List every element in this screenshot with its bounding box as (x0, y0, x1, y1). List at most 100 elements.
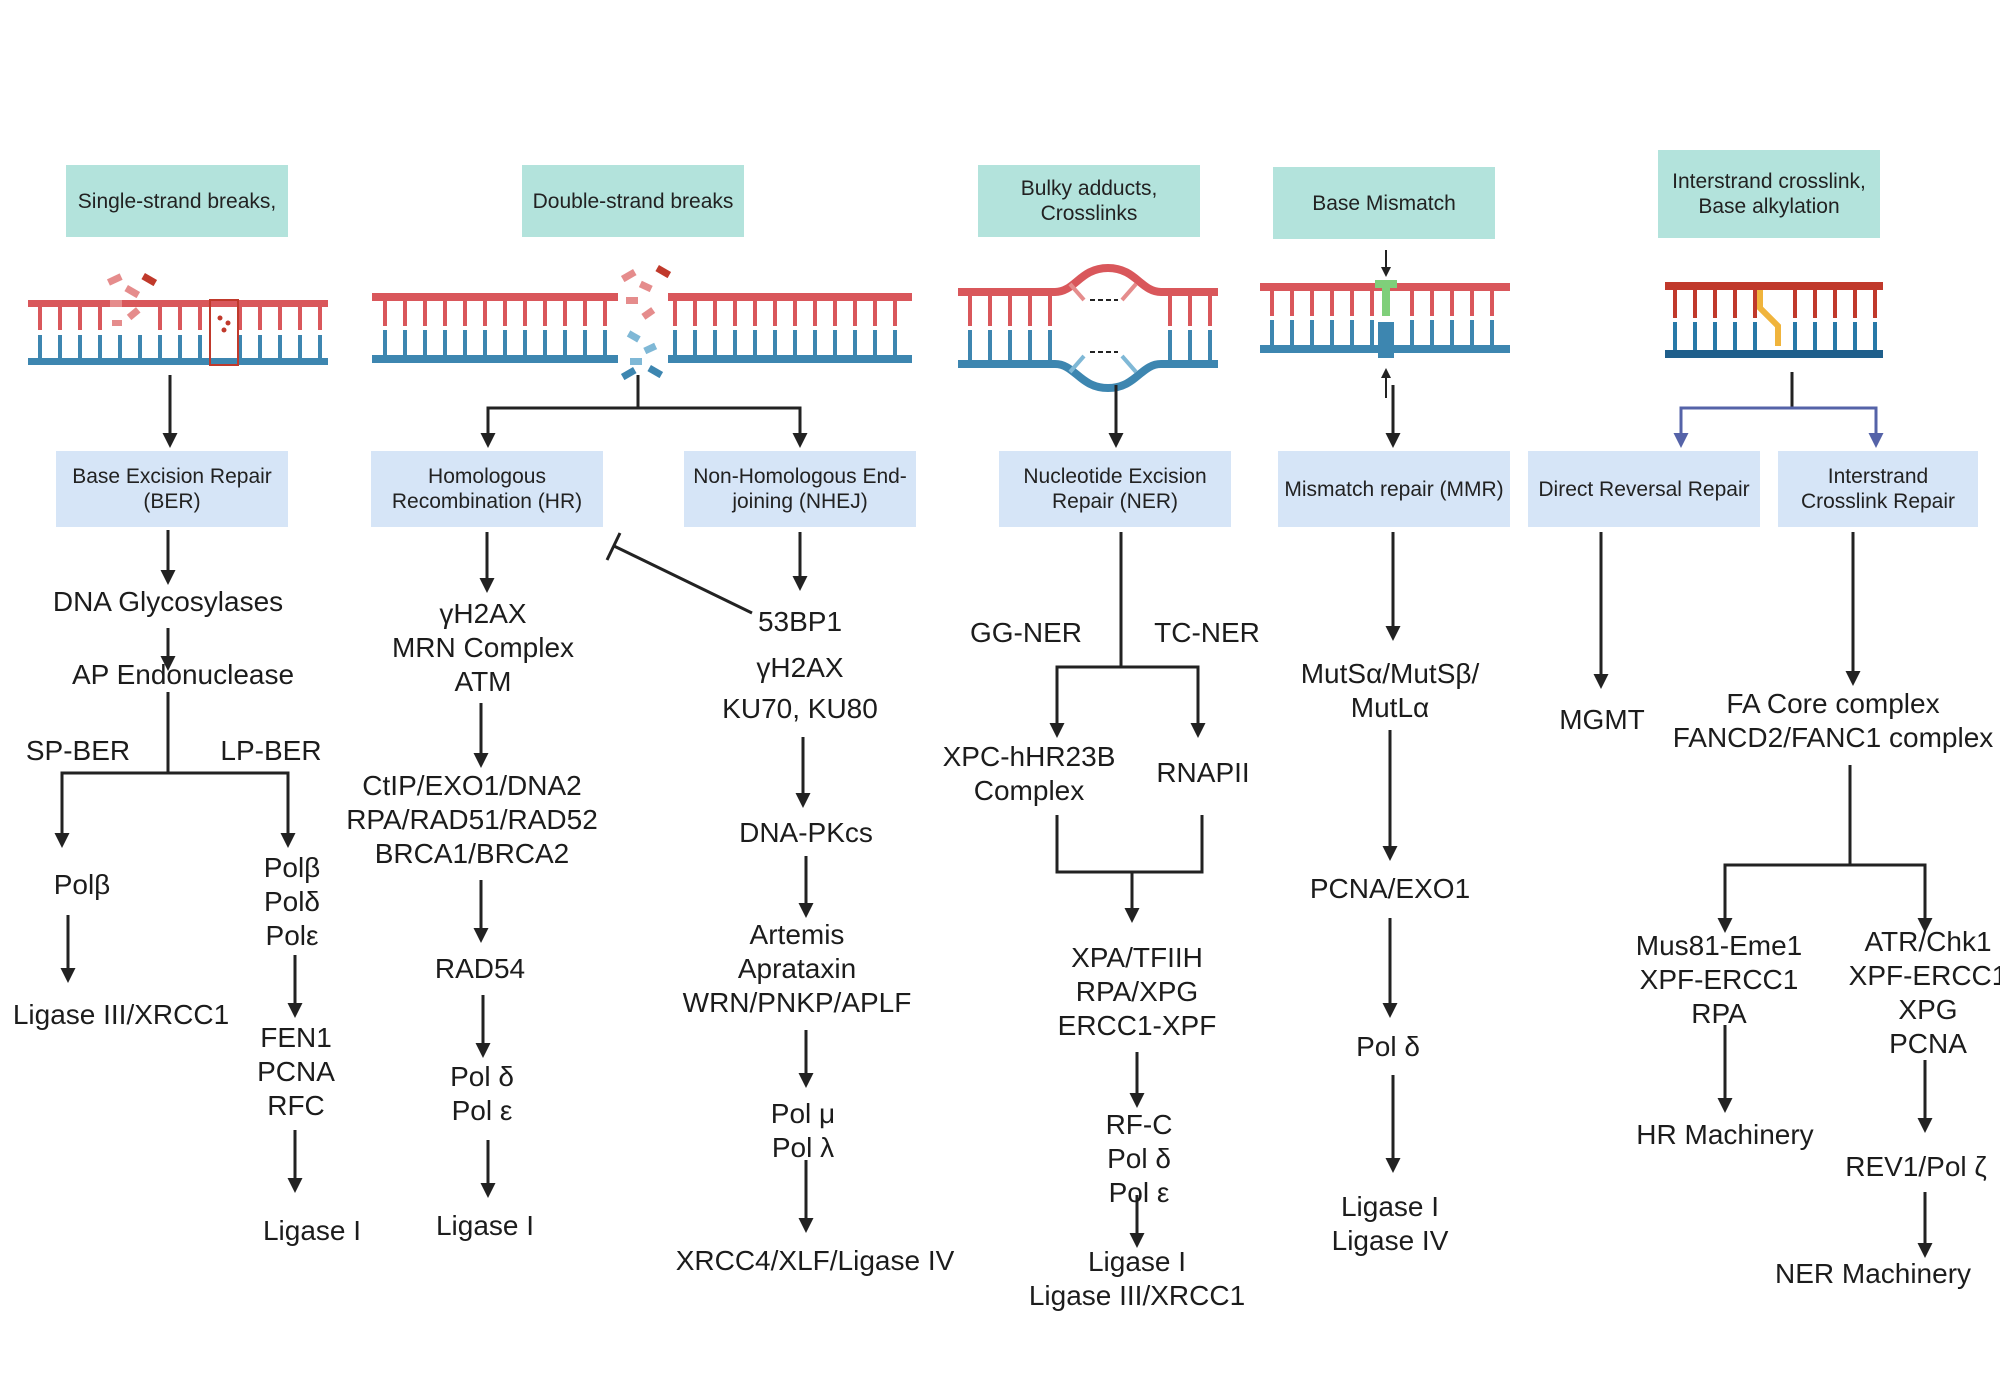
mmr-mut-proteins: MutSα/MutSβ/ MutLα (1301, 657, 1480, 725)
mmr-ligases: Ligase I Ligase IV (1332, 1190, 1449, 1258)
dsb-damage-label: Double-strand breaks (532, 189, 734, 213)
dna-bulky-icon (958, 263, 1218, 393)
icl-fa-complexes: FA Core complex FANCD2/FANC1 complex (1673, 687, 1994, 755)
ber-glycosylases: DNA Glycosylases (52, 586, 284, 617)
ber-lp-polymerases: Polβ Polδ Polε (264, 851, 321, 953)
ner-ligase-iii: Ligase III/XRCC1 (1028, 1280, 1246, 1311)
ner-gg-branch-label: GG-NER (970, 617, 1082, 648)
icl-right-xpf-ercc1: XPF-ERCC1 (1848, 960, 2000, 991)
ner-core-factors: XPA/TFIIH RPA/XPG ERCC1-XPF (1058, 941, 1217, 1043)
icl-damage-box: Interstrand crosslink, Base alkylation (1658, 150, 1880, 238)
hr-rpa-rad51: RPA/RAD51/RAD52 (346, 804, 598, 835)
hr-polymerases: Pol δ Pol ε (450, 1060, 514, 1128)
icl-right-pcna: PCNA (1889, 1028, 1967, 1059)
dna-mismatch-icon (1260, 250, 1510, 398)
ner-ercc1-xpf: ERCC1-XPF (1057, 1010, 1217, 1041)
ber-lp-fen1: FEN1 (260, 1022, 332, 1053)
nhej-pol-mu: Pol μ (770, 1098, 836, 1129)
hr-brca: BRCA1/BRCA2 (374, 838, 570, 869)
hr-rad54: RAD54 (434, 953, 526, 984)
ssb-damage-label: Single-strand breaks, (77, 189, 277, 213)
nhej-polymerases: Pol μ Pol λ (771, 1097, 835, 1165)
nhej-ligase: XRCC4/XLF/Ligase IV (675, 1245, 955, 1276)
ber-sp-polymerase: Polβ (53, 869, 111, 900)
icl-right-xpg: XPG (1898, 994, 1958, 1025)
nhej-wrn-pnkp-aplf: WRN/PNKP/APLF (682, 987, 912, 1018)
hr-pol-epsilon: Pol ε (451, 1095, 513, 1126)
icl-fancd2: FANCD2/FANC1 complex (1672, 722, 1994, 753)
bulky-damage-label: Bulky adducts, Crosslinks (1020, 177, 1158, 225)
dr-mgmt: MGMT (1559, 704, 1645, 735)
dna-dsb-icon (372, 265, 912, 381)
mmr-mutl: MutLα (1350, 692, 1430, 723)
nhej-aprataxin: Aprataxin (737, 953, 857, 984)
mmr-ligase-i: Ligase I (1340, 1191, 1440, 1222)
nhej-pol-lambda: Pol λ (771, 1132, 835, 1163)
mmr-pathway-label: Mismatch repair (MMR) (1284, 477, 1504, 501)
icl-damage-label: Interstrand crosslink, Base alkylation (1672, 170, 1866, 218)
mmr-pathway-box: Mismatch repair (MMR) (1278, 451, 1510, 527)
ner-rpa-xpg: RPA/XPG (1075, 976, 1199, 1007)
icl-left-factors: Mus81-Eme1 XPF-ERCC1 RPA (1636, 929, 1803, 1031)
icl-mus81-eme1: Mus81-Eme1 (1635, 930, 1803, 961)
ber-lp-pol-epsilon: Polε (265, 920, 319, 951)
hr-ctip: CtIP/EXO1/DNA2 (362, 770, 582, 801)
ner-pathway-box: Nucleotide Excision Repair (NER) (999, 451, 1231, 527)
ner-pathway-label: Nucleotide Excision Repair (NER) (1023, 465, 1207, 513)
nhej-artemis: Artemis (749, 919, 845, 950)
mmr-muts: MutSα/MutSβ/ (1300, 658, 1480, 689)
direct-reversal-pathway-box: Direct Reversal Repair (1528, 451, 1760, 527)
nhej-ku70-ku80: KU70, KU80 (722, 693, 878, 724)
ber-ap-endonuclease: AP Endonuclease (71, 659, 295, 690)
nhej-dna-pkcs: DNA-PKcs (739, 817, 873, 848)
ner-tc-branch-label: TC-NER (1154, 617, 1260, 648)
ber-pathway-label: Base Excision Repair (BER) (72, 465, 272, 513)
ber-sp-ligase: Ligase III/XRCC1 (12, 999, 230, 1030)
icl-repair-pathway-label: Interstrand Crosslink Repair (1800, 465, 1956, 513)
ber-lp-ligase: Ligase I (262, 1215, 362, 1246)
direct-reversal-pathway-label: Direct Reversal Repair (1538, 477, 1750, 501)
ner-tc-factor: RNAPII (1156, 757, 1250, 788)
mismatch-damage-label: Base Mismatch (1312, 191, 1456, 215)
mmr-pol-delta: Pol δ (1356, 1031, 1420, 1062)
icl-left-xpf-ercc1: XPF-ERCC1 (1639, 964, 1799, 995)
mismatch-damage-box: Base Mismatch (1273, 167, 1495, 239)
ner-ligase-i: Ligase I (1087, 1246, 1187, 1277)
ber-lp-factors: FEN1 PCNA RFC (257, 1021, 335, 1123)
ber-lp-pol-beta: Polβ (263, 852, 321, 883)
mmr-ligase-iv: Ligase IV (1331, 1225, 1449, 1256)
hr-pol-delta: Pol δ (450, 1061, 514, 1092)
ber-sp-branch-label: SP-BER (25, 735, 131, 766)
hr-atm: ATM (454, 666, 512, 697)
hr-pathway-box: Homologous Recombination (HR) (371, 451, 603, 527)
ber-lp-rfc: RFC (267, 1090, 325, 1121)
nhej-pathway-box: Non-Homologous End-joining (NHEJ) (684, 451, 916, 527)
dsb-damage-box: Double-strand breaks (522, 165, 744, 237)
ber-pathway-box: Base Excision Repair (BER) (56, 451, 288, 527)
hr-h2ax: γH2AX (439, 598, 527, 629)
connectors (54, 375, 1933, 1258)
nhej-pathway-label: Non-Homologous End-joining (NHEJ) (693, 465, 907, 513)
ner-polymerases: RF-C Pol δ Pol ε (1106, 1108, 1173, 1210)
ner-xpc-hhr23b: XPC-hHR23B (942, 741, 1116, 772)
icl-atr-chk1: ATR/Chk1 (1864, 926, 1992, 957)
icl-hr-machinery: HR Machinery (1636, 1119, 1814, 1150)
mmr-pcna-exo1: PCNA/EXO1 (1309, 873, 1471, 904)
ner-ligases: Ligase I Ligase III/XRCC1 (1029, 1245, 1245, 1313)
hr-sensors: γH2AX MRN Complex ATM (392, 597, 574, 699)
dna-ssb-icon (28, 273, 328, 366)
ner-rf-c: RF-C (1105, 1109, 1173, 1140)
icl-fa-core: FA Core complex (1726, 688, 1940, 719)
icl-left-rpa: RPA (1691, 998, 1747, 1029)
ner-pol-epsilon: Pol ε (1108, 1177, 1170, 1208)
icl-right-factors: ATR/Chk1 XPF-ERCC1 XPG PCNA (1849, 925, 2000, 1061)
ner-xpc-complex: Complex (973, 775, 1085, 806)
bulky-damage-box: Bulky adducts, Crosslinks (978, 165, 1200, 237)
icl-rev1-pol-zeta: REV1/Pol ζ (1845, 1151, 1987, 1182)
nhej-sensors: γH2AX KU70, KU80 (722, 651, 878, 726)
ber-lp-branch-label: LP-BER (220, 735, 322, 766)
icl-ner-machinery: NER Machinery (1774, 1258, 1972, 1289)
ner-gg-factor: XPC-hHR23B Complex (943, 740, 1116, 808)
